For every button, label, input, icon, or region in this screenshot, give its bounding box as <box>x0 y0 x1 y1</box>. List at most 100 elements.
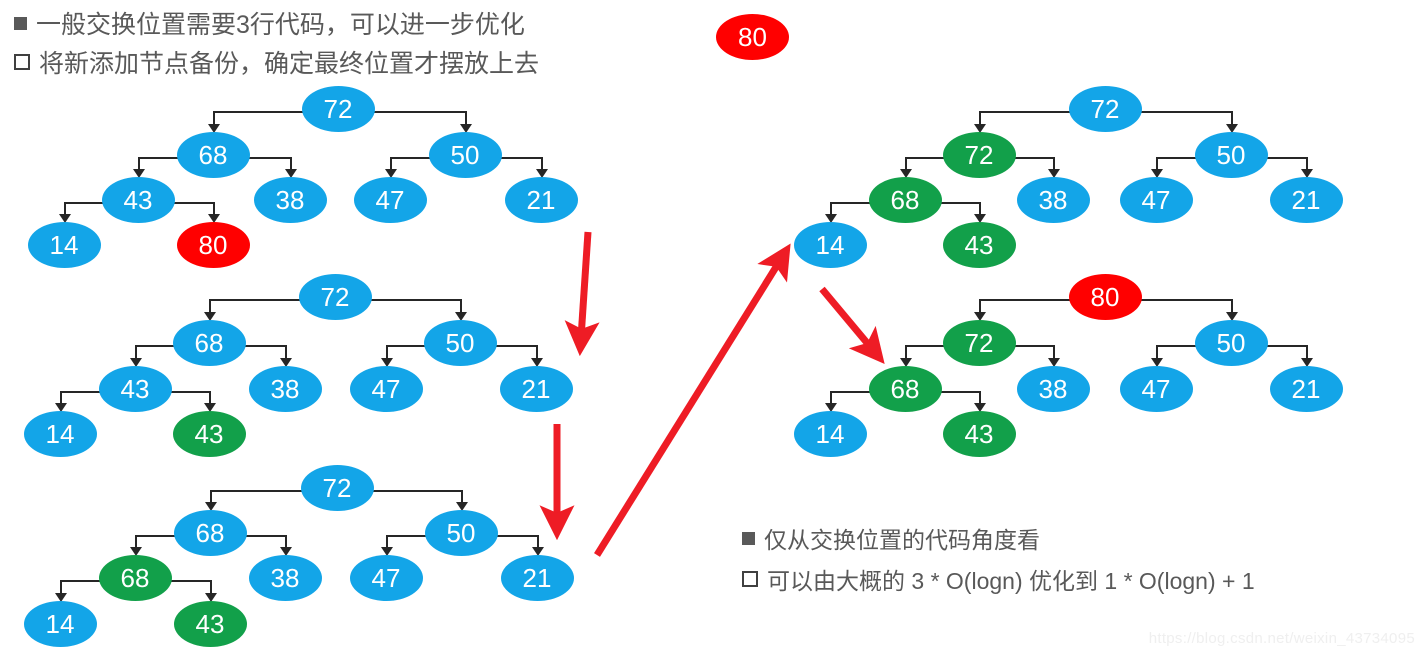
tree-node-43: 43 <box>98 366 172 412</box>
tree-node-label: 43 <box>964 230 994 260</box>
tree-link-horizontal <box>1156 157 1231 159</box>
tree-node-47: 47 <box>349 366 423 412</box>
tree-link-arrowhead <box>1048 358 1060 367</box>
tree-link-horizontal <box>213 111 338 113</box>
tree-link-arrowhead <box>204 312 216 321</box>
tree-link-vertical <box>536 345 538 358</box>
tree-link-vertical <box>290 157 292 169</box>
tree-node-68: 68 <box>868 366 942 412</box>
tree-node-14: 14 <box>23 601 97 647</box>
bottom-note-2-text: 可以由大概的 3 * O(logn) 优化到 1 * O(logn) + 1 <box>767 568 1255 594</box>
tree-node-label: 68 <box>120 563 150 593</box>
tree-node-72: 72 <box>942 320 1016 366</box>
tree-link-arrowhead <box>1226 124 1238 133</box>
tree-link-vertical <box>537 535 539 547</box>
tree-node-38: 38 <box>248 366 322 412</box>
tree-link-horizontal <box>1231 345 1306 347</box>
tree-link-arrowhead <box>974 214 986 223</box>
flow-arrow-3 <box>819 286 885 364</box>
tree-link-arrowhead <box>456 502 468 511</box>
top-note-2-text: 将新添加节点备份，确定最终位置才摆放上去 <box>39 50 540 78</box>
tree-node-label: 72 <box>1090 94 1120 124</box>
tree-link-horizontal <box>979 299 1105 301</box>
tree-link-vertical <box>905 157 907 169</box>
tree-node-21: 21 <box>1269 177 1343 223</box>
tree-node-80: 80 <box>176 222 250 268</box>
tree-node-label: 14 <box>815 230 845 260</box>
tree-link-arrowhead <box>900 169 912 178</box>
tree-node-43: 43 <box>172 411 246 457</box>
tree-link-vertical <box>390 157 392 169</box>
tree-node-label: 14 <box>49 230 79 260</box>
tree-node-14: 14 <box>793 222 867 268</box>
tree-node-21: 21 <box>1269 366 1343 412</box>
tree-link-vertical <box>460 299 462 312</box>
tree-link-vertical <box>138 157 140 169</box>
tree-node-label: 38 <box>275 185 305 215</box>
tree-node-label: 43 <box>120 374 150 404</box>
tree-node-label: 21 <box>521 374 551 404</box>
tree-link-horizontal <box>210 535 285 537</box>
tree-node-21: 21 <box>499 366 573 412</box>
tree-link-horizontal <box>60 580 135 582</box>
tree-link-arrowhead <box>285 169 297 178</box>
tree-link-horizontal <box>138 202 213 204</box>
tree-link-arrowhead <box>205 593 217 602</box>
tree-node-label: 43 <box>195 609 225 639</box>
tree-node-label: 47 <box>371 374 401 404</box>
tree-link-horizontal <box>1105 111 1231 113</box>
tree-node-68: 68 <box>176 132 250 178</box>
tree-link-vertical <box>979 391 981 403</box>
tree-node-label: 21 <box>526 185 556 215</box>
watermark: https://blog.csdn.net/weixin_43734095 <box>1148 630 1415 647</box>
tree-node-label: 72 <box>322 473 352 503</box>
tree-link-arrowhead <box>280 358 292 367</box>
tree-link-arrowhead <box>1301 169 1313 178</box>
tree-node-72: 72 <box>300 465 374 511</box>
tree-node-label: 68 <box>195 518 225 548</box>
tree-link-arrowhead <box>974 403 986 412</box>
tree-node-47: 47 <box>353 177 427 223</box>
tree-link-horizontal <box>1105 299 1231 301</box>
tree-link-vertical <box>386 535 388 547</box>
tree-node-72: 72 <box>298 274 372 320</box>
tree-link-arrowhead <box>1048 169 1060 178</box>
tree-link-arrowhead <box>825 403 837 412</box>
tree-node-label: 38 <box>270 374 300 404</box>
tree-link-vertical <box>905 345 907 358</box>
tree-link-arrowhead <box>55 403 67 412</box>
tree-link-vertical <box>979 202 981 214</box>
tree-node-label: 47 <box>1141 374 1171 404</box>
bottom-note-2: 可以由大概的 3 * O(logn) 优化到 1 * O(logn) + 1 <box>742 562 1255 596</box>
tree-node-47: 47 <box>1119 177 1193 223</box>
tree-node-label: 80 <box>1090 282 1120 312</box>
tree-link-vertical <box>1053 345 1055 358</box>
tree-link-vertical <box>386 345 388 358</box>
tree-link-horizontal <box>135 345 209 347</box>
tree-link-arrowhead <box>1151 169 1163 178</box>
tree-node-38: 38 <box>248 555 322 601</box>
tree-link-vertical <box>1306 157 1308 169</box>
tree-link-vertical <box>60 580 62 593</box>
tree-node-38: 38 <box>1016 366 1090 412</box>
tree-link-horizontal <box>386 535 461 537</box>
floating-node-80-label: 80 <box>738 22 767 52</box>
tree-link-vertical <box>465 111 467 124</box>
floating-node-80: 80 <box>716 14 789 60</box>
tree-link-vertical <box>1156 157 1158 169</box>
tree-node-21: 21 <box>504 177 578 223</box>
tree-link-vertical <box>979 299 981 312</box>
tree-link-arrowhead <box>900 358 912 367</box>
top-note-1: 一般交换位置需要3行代码，可以进一步优化 <box>14 5 525 41</box>
tree-link-horizontal <box>905 202 979 204</box>
tree-node-43: 43 <box>173 601 247 647</box>
tree-link-horizontal <box>135 535 210 537</box>
tree-node-label: 38 <box>270 563 300 593</box>
tree-node-72: 72 <box>301 86 375 132</box>
tree-node-50: 50 <box>1194 320 1268 366</box>
tree-node-43: 43 <box>942 411 1016 457</box>
